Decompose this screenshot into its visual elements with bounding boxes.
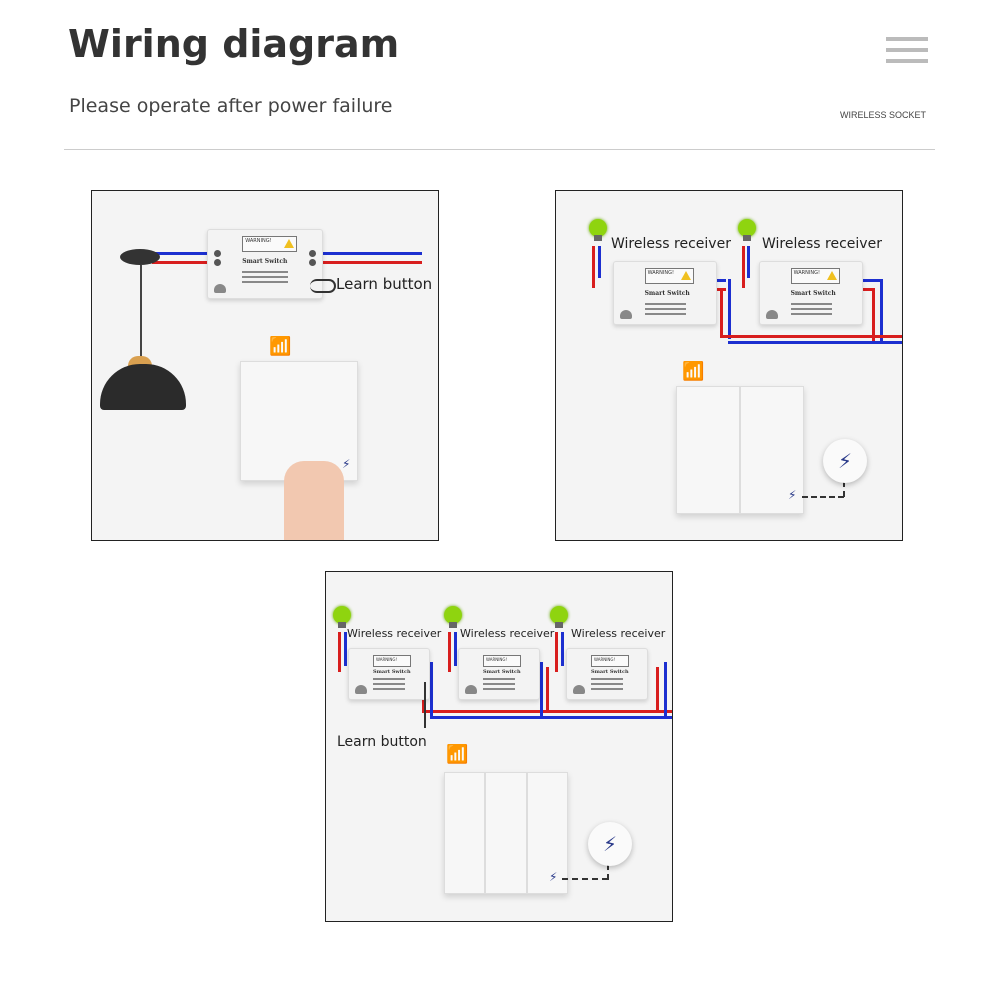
warning-label: WARNING!	[486, 657, 508, 662]
receiver-label: Wireless receiver	[611, 236, 731, 252]
page-title: Wiring diagram	[68, 22, 400, 66]
bulb-icon	[738, 219, 756, 241]
bulb-icon	[550, 606, 568, 628]
receiver-label: Wireless receiver	[347, 627, 442, 640]
pendant-lamp-icon	[100, 364, 186, 410]
wireless-switch-2-gang[interactable]	[676, 386, 804, 514]
wifi-icon: 📶	[682, 361, 705, 382]
bulb-icon	[444, 606, 462, 628]
receiver-label: Wireless receiver	[460, 627, 555, 640]
learn-button-pointer	[424, 682, 426, 728]
warning-label: WARNING!	[376, 657, 398, 662]
receiver-label: Wireless receiver	[571, 627, 666, 640]
brand-label: WIRELESS SOCKET	[840, 110, 927, 120]
receiver-label: Wireless receiver	[762, 236, 882, 252]
receiver-module: WARNING! Smart Switch	[348, 648, 430, 700]
bulb-icon	[333, 606, 351, 628]
lamp-cord	[140, 265, 142, 365]
ceiling-mount	[120, 249, 160, 265]
wireless-switch-3-gang[interactable]	[444, 772, 568, 894]
warning-label: WARNING!	[245, 238, 272, 244]
neutral-wire	[317, 252, 422, 255]
lightning-icon: ⚡︎	[549, 870, 558, 884]
diagram-three-gang: Wireless receiver Wireless receiver Wire…	[325, 571, 673, 922]
remote-button-icon: ⚡︎	[823, 439, 867, 483]
receiver-module: WARNING! Smart Switch	[458, 648, 540, 700]
bulb-icon	[589, 219, 607, 241]
hamburger-menu-icon[interactable]	[886, 37, 928, 63]
module-name: Smart Switch	[242, 258, 288, 265]
receiver-module: WARNING! Smart Switch	[207, 229, 323, 299]
finger-hand-icon	[284, 461, 344, 540]
warning-label: WARNING!	[793, 270, 820, 276]
learn-button-label: Learn button	[336, 275, 433, 293]
wifi-icon: 📶	[446, 744, 469, 765]
module-name: Smart Switch	[483, 669, 521, 675]
lightning-icon: ⚡︎	[788, 488, 797, 502]
page-subtitle: Please operate after power failure	[69, 95, 393, 117]
receiver-module: WARNING! Smart Switch	[759, 261, 863, 325]
module-name: Smart Switch	[373, 669, 411, 675]
divider	[64, 149, 935, 150]
wifi-icon: 📶	[269, 336, 292, 357]
remote-button-icon: ⚡︎	[588, 822, 632, 866]
receiver-module: WARNING! Smart Switch	[613, 261, 717, 325]
live-wire	[152, 261, 212, 264]
lightning-icon: ⚡︎	[342, 457, 351, 471]
module-name: Smart Switch	[644, 290, 690, 297]
module-name: Smart Switch	[790, 290, 836, 297]
antenna-icon	[214, 284, 226, 293]
live-wire	[317, 261, 422, 264]
module-name: Smart Switch	[591, 669, 629, 675]
learn-button-label: Learn button	[337, 734, 427, 750]
learn-button-pointer	[310, 279, 336, 293]
diagram-two-gang: Wireless receiver Wireless receiver WARN…	[555, 190, 903, 541]
warning-label: WARNING!	[594, 657, 616, 662]
diagram-single-gang: WARNING! Smart Switch Learn button 📶 ⚡︎	[91, 190, 439, 541]
neutral-wire	[152, 252, 212, 255]
warning-icon	[283, 239, 294, 248]
warning-label: WARNING!	[647, 270, 674, 276]
receiver-module: WARNING! Smart Switch	[566, 648, 648, 700]
